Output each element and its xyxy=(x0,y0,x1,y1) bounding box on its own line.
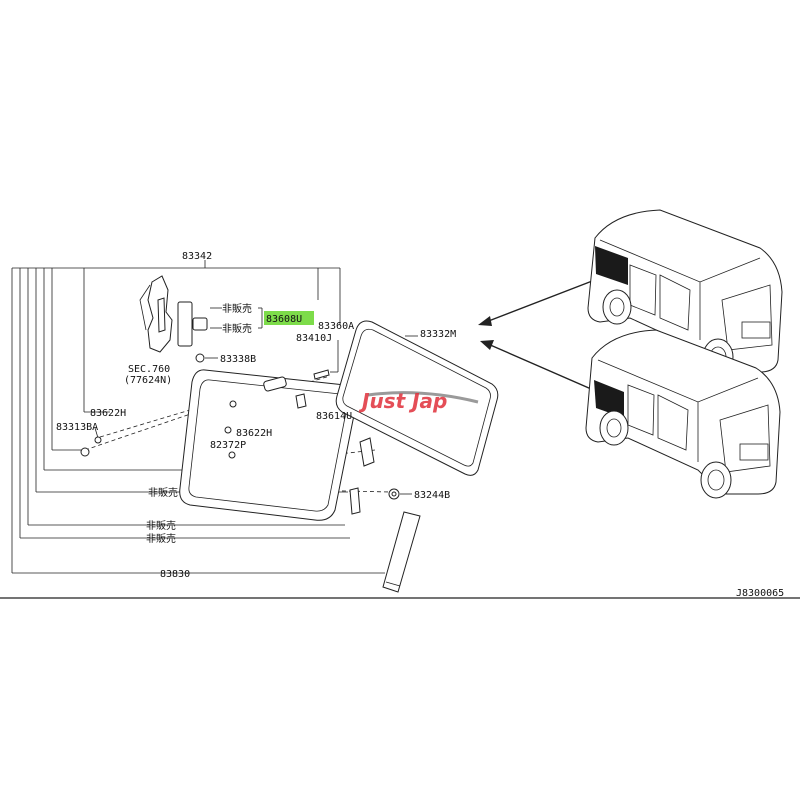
callout-arrows xyxy=(478,277,601,393)
label-not-for-sale-1: 非販売 xyxy=(222,302,252,315)
section-label: SEC.760 xyxy=(128,364,170,375)
watermark: Just Jap xyxy=(358,389,479,413)
part-label-83342: 83342 xyxy=(182,251,212,262)
part-label-83830: 83830 xyxy=(160,569,190,580)
part-label-83622h-a: 83622H xyxy=(90,408,126,419)
part-label-83244b: 83244B xyxy=(414,490,450,501)
part-label-83332m: 83332M xyxy=(420,329,456,340)
van-illustration-bottom xyxy=(585,329,781,499)
rear-glass-panel xyxy=(80,369,400,521)
part-highlight xyxy=(264,311,314,325)
pillar-trim xyxy=(382,511,421,593)
window-weatherstrip xyxy=(335,320,499,476)
part-label-83614u: 83614U xyxy=(316,411,352,422)
section-ref-label: (77624N) xyxy=(124,375,172,386)
label-not-for-sale-5: 非販売 xyxy=(146,532,176,545)
part-label-83622h-b: 83622H xyxy=(236,428,272,439)
bracket-part xyxy=(139,275,208,363)
label-not-for-sale-2: 非販売 xyxy=(222,322,252,335)
label-not-for-sale-4: 非販売 xyxy=(146,519,176,532)
part-label-83338b: 83338B xyxy=(220,354,256,365)
label-not-for-sale-3: 非販売 xyxy=(148,486,178,499)
part-label-83410j: 83410J xyxy=(296,333,332,344)
leader-lines xyxy=(11,260,418,574)
part-label-83360a: 83360A xyxy=(318,321,354,332)
part-label-83608u: 83608U xyxy=(266,314,302,325)
part-label-83313ba: 83313BA xyxy=(56,422,98,433)
part-label-82372p: 82372P xyxy=(210,440,246,451)
diagram-code: J8300065 xyxy=(736,588,784,599)
van-illustration-top xyxy=(587,209,783,376)
watermark-text: Just Jap xyxy=(358,389,447,413)
